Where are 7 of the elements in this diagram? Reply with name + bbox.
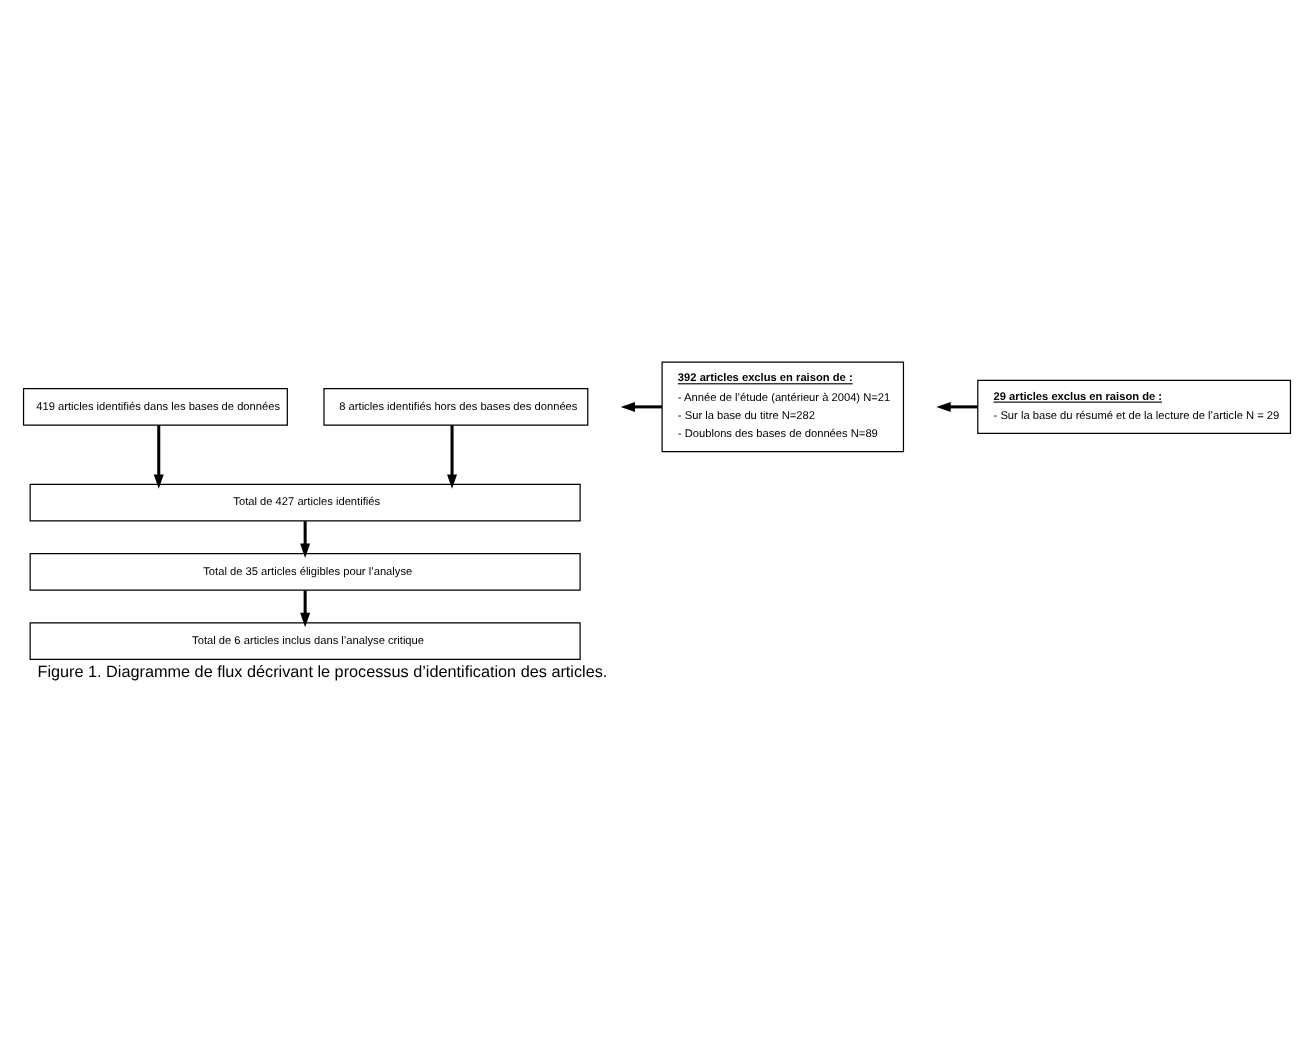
arrow — [153, 424, 164, 488]
arrow — [300, 520, 311, 557]
arrow — [447, 424, 458, 488]
arrow — [300, 589, 311, 627]
arrow — [936, 400, 978, 411]
arrow — [620, 400, 662, 411]
caption: Figure 1. Diagramme de flux décrivant le processus d’identification des articles. — [37, 661, 608, 680]
